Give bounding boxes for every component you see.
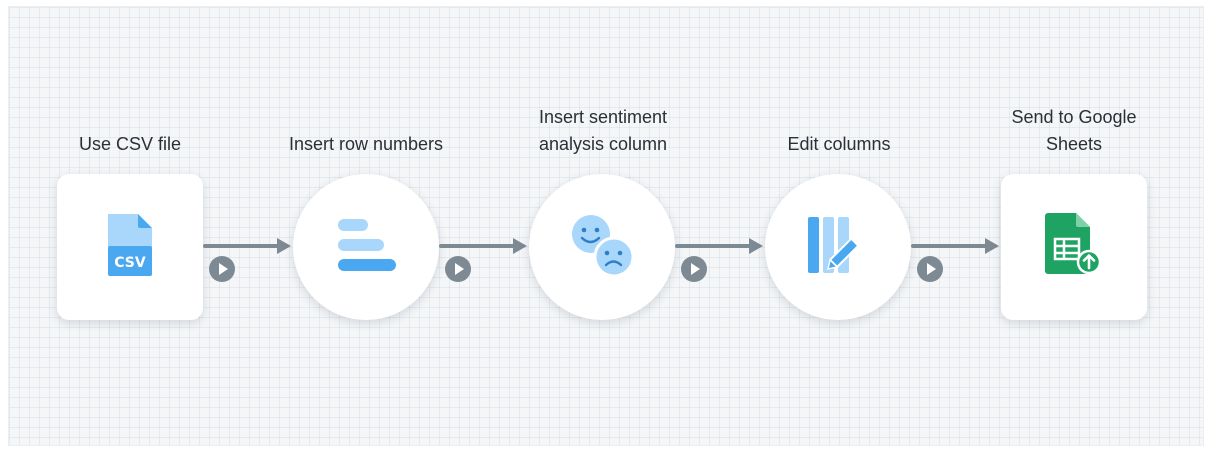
- play-button-1[interactable]: [209, 256, 235, 282]
- play-button-3[interactable]: [681, 256, 707, 282]
- play-icon: [455, 263, 464, 275]
- step-label-use-csv: Use CSV file: [78, 134, 182, 154]
- play-button-2[interactable]: [445, 256, 471, 282]
- play-button-4[interactable]: [917, 256, 943, 282]
- step-node-edit-columns[interactable]: [765, 174, 911, 320]
- connector-arrow-3: [675, 238, 763, 254]
- connector-arrow-4: [911, 238, 999, 254]
- csv-badge-text: CSV: [114, 255, 146, 271]
- step-node-send-to-sheets[interactable]: [1001, 174, 1147, 320]
- row-numbers-icon: [336, 215, 396, 280]
- step-node-use-csv[interactable]: CSV: [57, 174, 203, 320]
- step-node-insert-sentiment[interactable]: [529, 174, 675, 320]
- play-icon: [691, 263, 700, 275]
- edit-columns-icon: [806, 215, 870, 280]
- google-sheets-icon: [1044, 212, 1104, 282]
- play-icon: [219, 263, 228, 275]
- csv-file-icon: CSV: [106, 213, 154, 281]
- connector-arrow-1: [203, 238, 291, 254]
- play-icon: [927, 263, 936, 275]
- workflow-canvas: Use CSV file Insert row numbers Insert s…: [8, 6, 1204, 446]
- step-label-send-to-sheets: Send to Google Sheets: [1011, 107, 1137, 154]
- connector-arrow-2: [439, 238, 527, 254]
- step-label-insert-sentiment: Insert sentiment analysis column: [538, 107, 668, 154]
- step-label-insert-row-numbers: Insert row numbers: [288, 134, 444, 154]
- step-node-insert-row-numbers[interactable]: [293, 174, 439, 320]
- step-label-edit-columns: Edit columns: [787, 134, 891, 154]
- sentiment-faces-icon: [569, 212, 635, 283]
